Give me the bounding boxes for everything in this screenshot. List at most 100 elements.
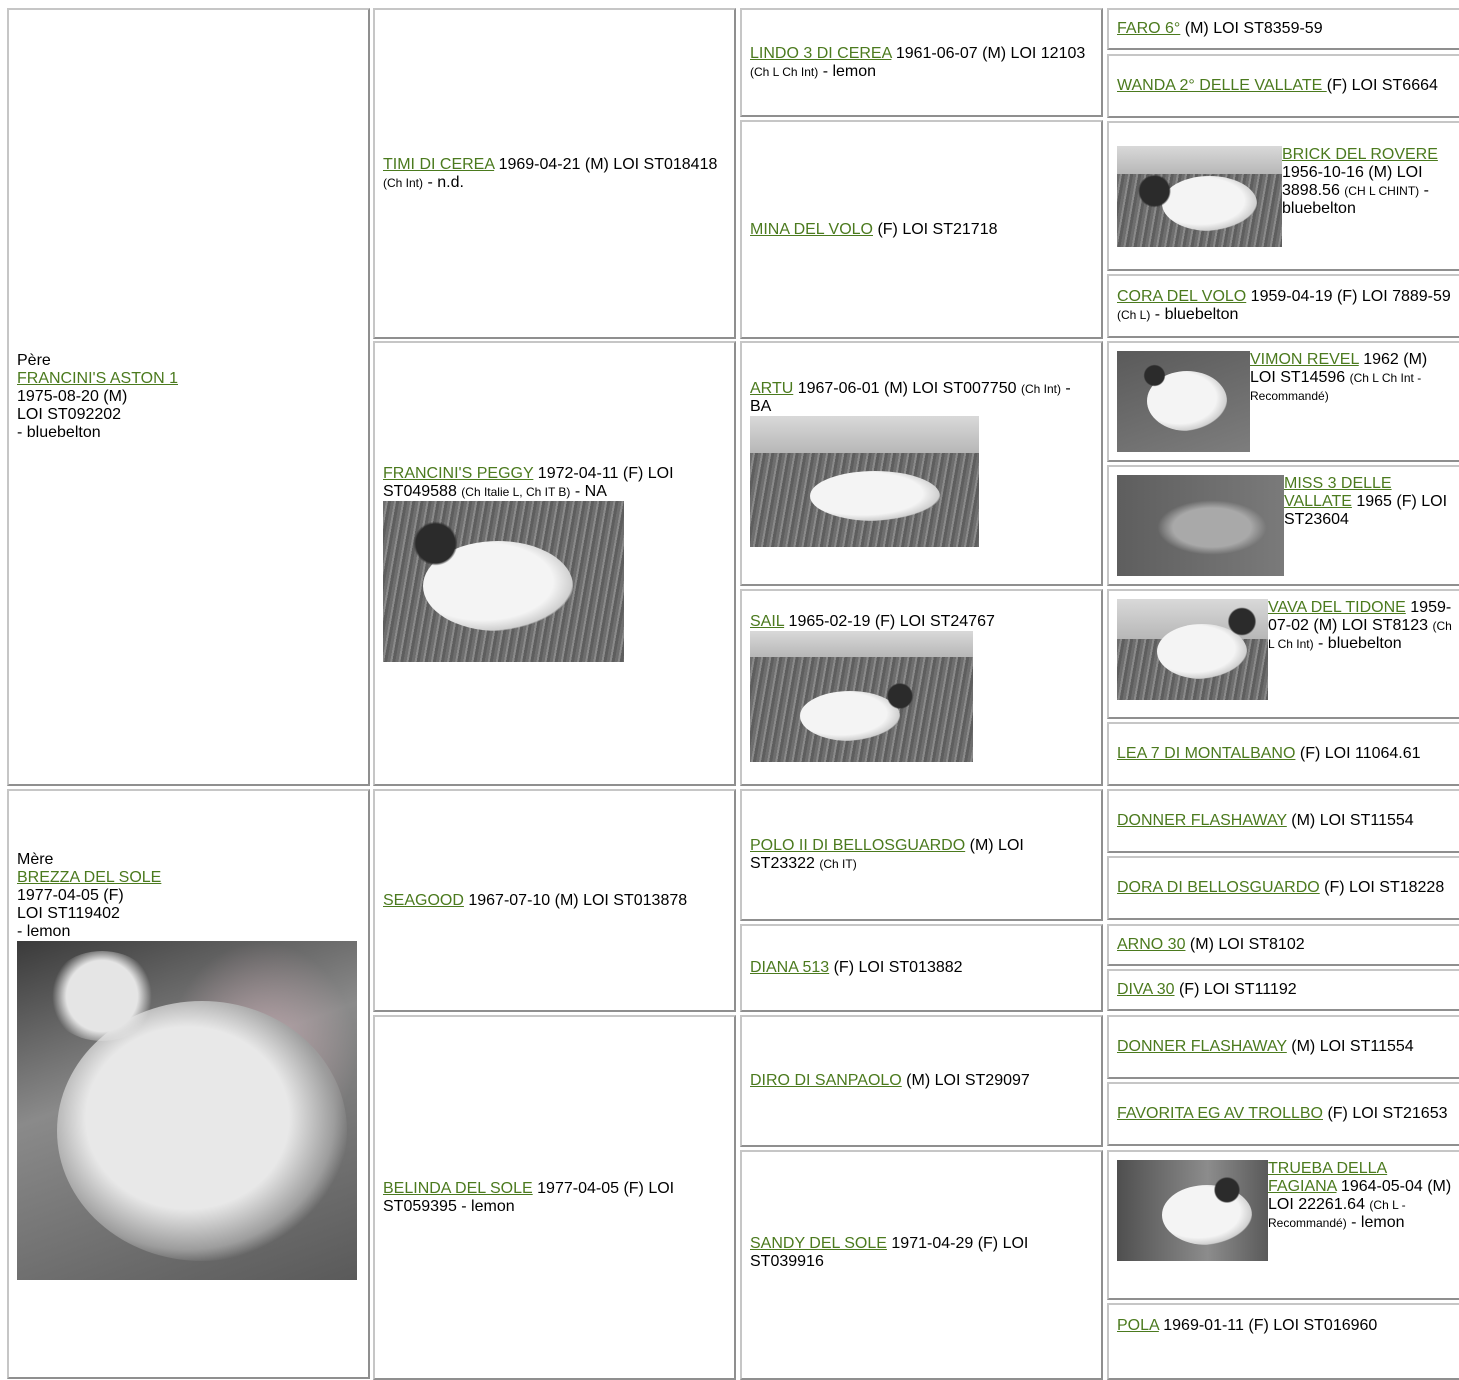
lindo-cell: LINDO 3 DI CEREA 1961-06-07 (M) LOI 1210… (740, 8, 1103, 117)
artu-cell: ARTU 1967-06-01 (M) LOI ST007750 (Ch Int… (740, 341, 1103, 586)
miss-info: 1965 (F) LOI ST23604 (1284, 493, 1448, 528)
arno-link[interactable]: ARNO 30 (1117, 936, 1186, 953)
cora-cell: CORA DEL VOLO 1959-04-19 (F) LOI 7889-59… (1107, 274, 1459, 338)
favorita-info: (F) LOI ST21653 (1323, 1105, 1448, 1122)
favorita-link[interactable]: FAVORITA EG AV TROLLBO (1117, 1105, 1323, 1122)
trueba-dog-photo[interactable] (1117, 1160, 1268, 1261)
artu-link[interactable]: ARTU (750, 380, 794, 397)
peggy-titles: (Ch Italie L, Ch IT B) (461, 485, 571, 499)
timi-info: 1969-04-21 (M) LOI ST018418 (494, 155, 718, 173)
peggy-tail: - NA (570, 483, 607, 500)
diana-info: (F) LOI ST013882 (829, 959, 963, 976)
lindo-info: 1961-06-07 (M) LOI 12103 (891, 44, 1086, 62)
timi-link[interactable]: TIMI DI CEREA (383, 155, 495, 173)
mina-link[interactable]: MINA DEL VOLO (750, 220, 873, 238)
sail-info: 1965-02-19 (F) LOI ST24767 (784, 613, 995, 630)
donner2-cell: DONNER FLASHAWAY (M) LOI ST11554 (1107, 1015, 1459, 1079)
arno-info: (M) LOI ST8102 (1185, 936, 1305, 953)
artu-titles: (Ch Int) (1020, 382, 1061, 396)
brick-dog-photo[interactable] (1117, 145, 1282, 247)
mere-date: 1977-04-05 (F) (17, 887, 124, 904)
seagood-link[interactable]: SEAGOOD (383, 891, 464, 909)
mina-info: (F) LOI ST21718 (873, 220, 998, 238)
brick-info: 1956-10-16 (M) LOI 3898.56 (1282, 163, 1423, 199)
vava-dog-photo[interactable] (1117, 599, 1268, 700)
diva-cell: DIVA 30 (F) LOI ST11192 (1107, 969, 1459, 1011)
peggy-link[interactable]: FRANCINI'S PEGGY (383, 465, 534, 482)
cora-info: 1959-04-19 (F) LOI 7889-59 (1246, 288, 1451, 305)
cora-link[interactable]: CORA DEL VOLO (1117, 288, 1247, 305)
artu-dog-photo[interactable] (750, 416, 979, 547)
sail-dog-photo[interactable] (750, 631, 973, 762)
sail-link[interactable]: SAIL (750, 613, 785, 630)
sandy-info: 1971-04-29 (F) LOI ST039916 (750, 1234, 1029, 1270)
pere-role: Père (17, 352, 51, 369)
polo-info: (M) LOI ST23322 (750, 837, 1024, 872)
pere-color: - bluebelton (17, 424, 101, 441)
belinda-info: 1977-04-05 (F) LOI ST059395 - lemon (383, 1179, 675, 1215)
vimon-info: 1962 (M) LOI ST14596 (1250, 351, 1428, 386)
faro-info: (M) LOI ST8359-59 (1180, 20, 1323, 37)
diro-info: (M) LOI ST29097 (901, 1072, 1030, 1089)
seagood-cell: SEAGOOD 1967-07-10 (M) LOI ST013878 (373, 789, 736, 1012)
sandy-link[interactable]: SANDY DEL SOLE (750, 1234, 887, 1252)
pola-link[interactable]: POLA (1117, 1317, 1159, 1334)
diro-link[interactable]: DIRO DI SANPAOLO (750, 1072, 902, 1089)
vava-link[interactable]: VAVA DEL TIDONE (1268, 599, 1406, 616)
trueba-tail: - lemon (1346, 1214, 1405, 1231)
belinda-link[interactable]: BELINDA DEL SOLE (383, 1179, 533, 1197)
diva-info: (F) LOI ST11192 (1174, 981, 1297, 998)
brick-link[interactable]: BRICK DEL ROVERE (1282, 145, 1438, 163)
brick-cell: BRICK DEL ROVERE 1956-10-16 (M) LOI 3898… (1107, 121, 1459, 271)
diro-cell: DIRO DI SANPAOLO (M) LOI ST29097 (740, 1015, 1103, 1147)
diana-link[interactable]: DIANA 513 (750, 959, 830, 976)
polo-titles: (Ch IT) (819, 857, 857, 871)
miss-link[interactable]: MISS 3 DELLE VALLATE (1284, 475, 1392, 510)
cora-titles: (Ch L) (1117, 308, 1151, 322)
cora-tail: - bluebelton (1150, 306, 1239, 323)
lea-link[interactable]: LEA 7 DI MONTALBANO (1117, 745, 1296, 762)
vimon-dog-photo[interactable] (1117, 351, 1250, 452)
arno-cell: ARNO 30 (M) LOI ST8102 (1107, 924, 1459, 966)
vimon-link[interactable]: VIMON REVEL (1250, 351, 1359, 368)
mere-loi: LOI ST119402 (17, 905, 120, 922)
diva-link[interactable]: DIVA 30 (1117, 981, 1175, 998)
timi-cell: TIMI DI CEREA 1969-04-21 (M) LOI ST01841… (373, 8, 736, 339)
trueba-titles: (Ch L - Recommandé) (1268, 1198, 1406, 1230)
seagood-info: 1967-07-10 (M) LOI ST013878 (463, 891, 688, 909)
pere-name-link[interactable]: FRANCINI'S ASTON 1 (17, 370, 179, 387)
mere-color: - lemon (17, 923, 71, 940)
lindo-titles: (Ch L Ch Int) (750, 64, 819, 79)
artu-info: 1967-06-01 (M) LOI ST007750 (793, 380, 1021, 397)
wanda-link[interactable]: WANDA 2° DELLE VALLATE (1117, 77, 1327, 94)
mina-cell: MINA DEL VOLO (F) LOI ST21718 (740, 120, 1103, 339)
polo-cell: POLO II DI BELLOSGUARDO (M) LOI ST23322 … (740, 789, 1103, 921)
vava-tail: - bluebelton (1313, 635, 1402, 652)
donner2-link[interactable]: DONNER FLASHAWAY (1117, 1038, 1287, 1055)
donner1-link[interactable]: DONNER FLASHAWAY (1117, 812, 1287, 829)
vava-cell: VAVA DEL TIDONE 1959-07-02 (M) LOI ST812… (1107, 589, 1459, 719)
dora-link[interactable]: DORA DI BELLOSGUARDO (1117, 879, 1320, 896)
sail-cell: SAIL 1965-02-19 (F) LOI ST24767 (740, 589, 1103, 786)
trueba-link[interactable]: TRUEBA DELLA FAGIANA (1268, 1160, 1388, 1195)
favorita-cell: FAVORITA EG AV TROLLBO (F) LOI ST21653 (1107, 1082, 1459, 1146)
mere-name-link[interactable]: BREZZA DEL SOLE (17, 869, 162, 886)
lindo-link[interactable]: LINDO 3 DI CEREA (750, 44, 892, 62)
mere-dog-photo[interactable] (17, 941, 357, 1280)
artu-tail: - BA (750, 380, 1071, 415)
trueba-cell: TRUEBA DELLA FAGIANA 1964-05-04 (M) LOI … (1107, 1150, 1459, 1300)
vimon-titles: (Ch L Ch Int - Recommandé) (1250, 371, 1422, 403)
faro-link[interactable]: FARO 6° (1117, 20, 1181, 37)
polo-link[interactable]: POLO II DI BELLOSGUARDO (750, 837, 966, 854)
dora-cell: DORA DI BELLOSGUARDO (F) LOI ST18228 (1107, 856, 1459, 920)
pere-date: 1975-08-20 (M) (17, 388, 128, 405)
dora-info: (F) LOI ST18228 (1319, 879, 1445, 896)
miss-dog-photo[interactable] (1117, 475, 1284, 576)
peggy-dog-photo[interactable] (383, 501, 624, 662)
pola-cell: POLA 1969-01-11 (F) LOI ST016960 (1107, 1303, 1459, 1380)
lea-info: (F) LOI 11064.61 (1295, 745, 1421, 762)
trueba-info: 1964-05-04 (M) LOI 22261.64 (1268, 1178, 1452, 1213)
donner1-info: (M) LOI ST11554 (1286, 812, 1414, 829)
diana-cell: DIANA 513 (F) LOI ST013882 (740, 924, 1103, 1012)
vava-info: 1959-07-02 (M) LOI ST8123 (1268, 599, 1452, 634)
